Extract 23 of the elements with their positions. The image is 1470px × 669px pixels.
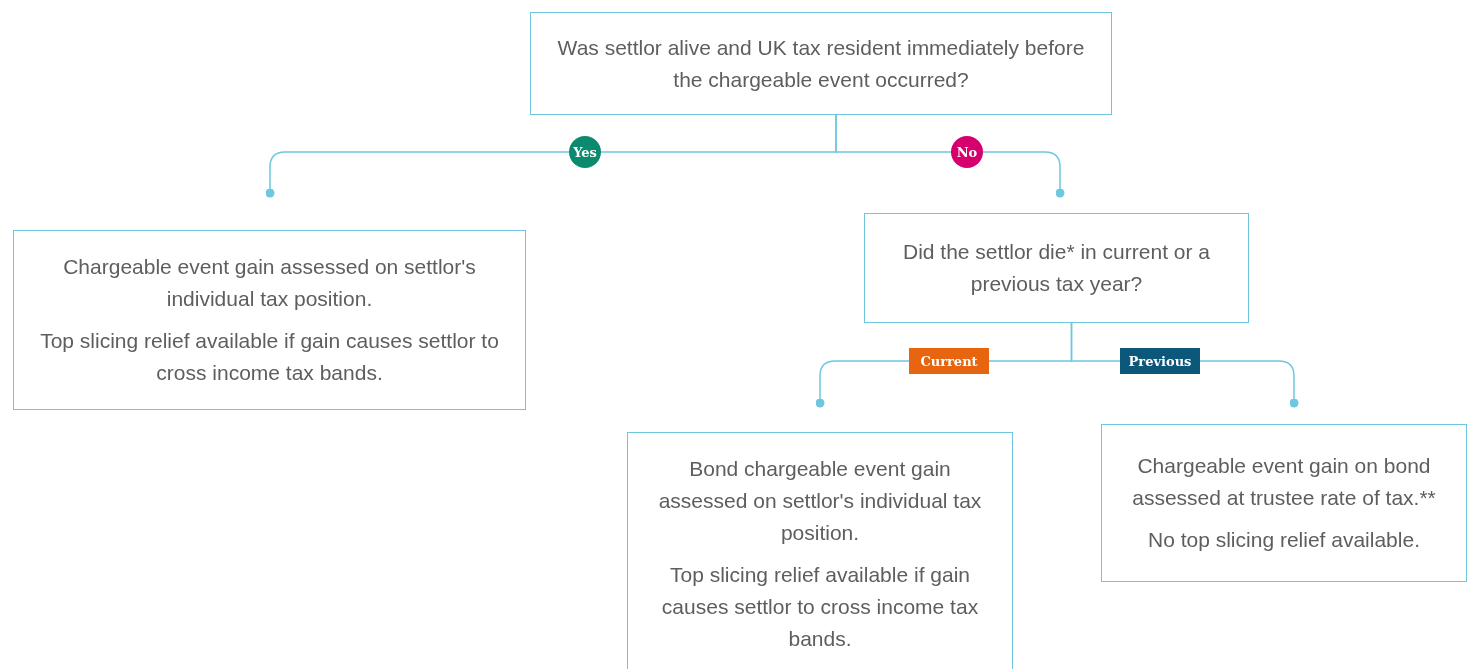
answer-badge: No	[951, 136, 983, 168]
outcome-box	[627, 432, 1013, 669]
box-text: Bond chargeable event gain assessed on settlor's individual tax position.	[657, 456, 983, 546]
connector	[835, 114, 952, 153]
answer-badge: Yes	[569, 136, 601, 168]
box-text: Did the settlor die* in current or a previous tax year?	[902, 239, 1211, 297]
answer-badge: Previous	[1120, 348, 1200, 374]
outcome-box	[1101, 424, 1467, 582]
box-text: Chargeable event gain assessed on settlor's individual tax position.	[62, 254, 477, 312]
connector-with-dot	[265, 151, 570, 198]
question-box	[864, 213, 1249, 323]
outcome-box	[13, 230, 526, 410]
connector-with-dot	[1199, 360, 1299, 408]
box-text: Top slicing relief available if gain causes settlor to cross income tax bands.	[39, 328, 500, 386]
question-box	[530, 12, 1112, 115]
connector	[1070, 322, 1121, 362]
box-text: Top slicing relief available if gain causes settlor to cross income tax bands.	[660, 562, 980, 652]
answer-badge: Current	[909, 348, 989, 374]
box-text: Chargeable event gain on bond assessed at trustee rate of tax.**	[1131, 453, 1437, 511]
box-text: No top slicing relief available.	[1148, 527, 1420, 553]
connector-with-dot	[815, 360, 910, 408]
box-text: Was settlor alive and UK tax resident immediately before the chargeable event occurred?	[556, 34, 1086, 93]
connector-with-dot	[982, 151, 1065, 198]
